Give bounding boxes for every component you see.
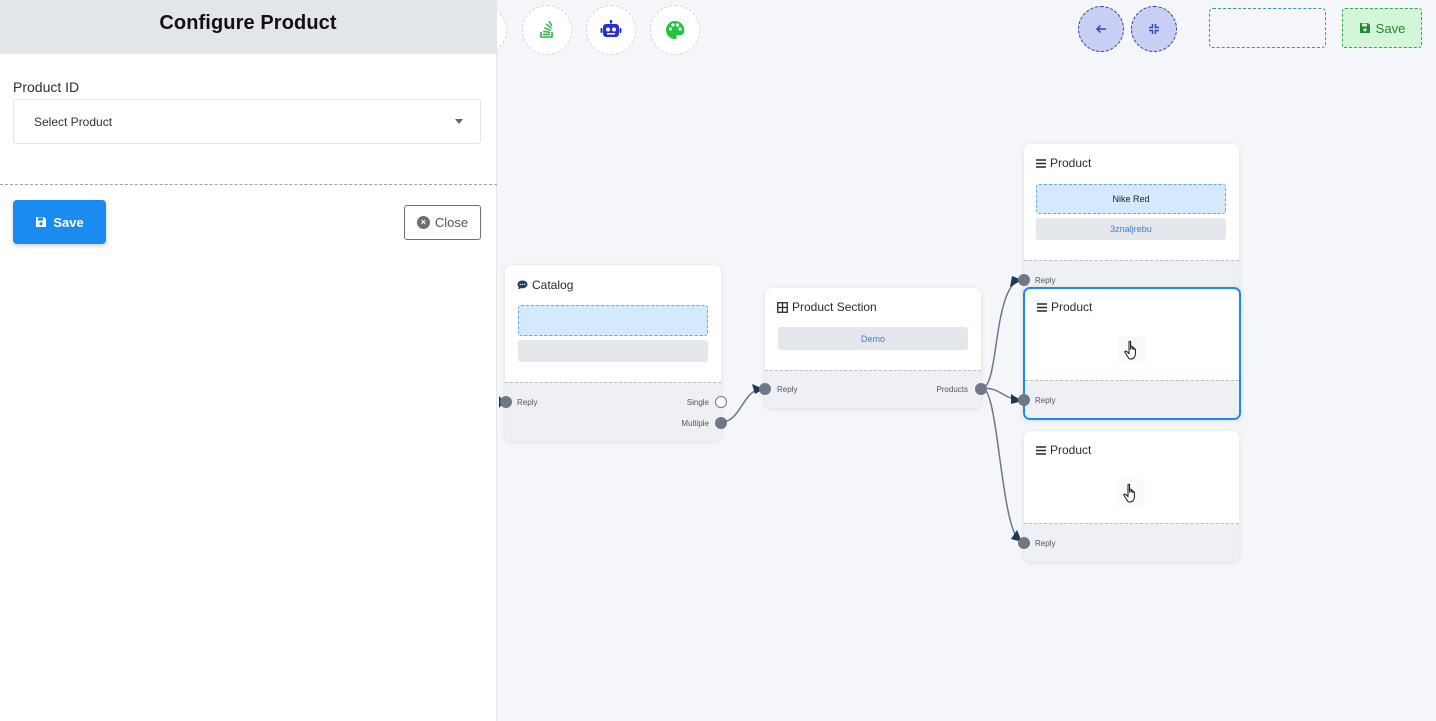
product-3-reply-input-port[interactable]: [1018, 537, 1030, 549]
product-node-2-title-text: Product: [1051, 300, 1093, 314]
robot-icon: [600, 20, 622, 37]
theme-tool-button[interactable]: [650, 5, 700, 55]
catalog-title-text: Catalog: [532, 278, 574, 292]
product-section-reply-label: Reply: [777, 385, 798, 394]
compress-icon: [1149, 24, 1159, 34]
caret-down-icon: [455, 119, 463, 124]
panel-divider: [0, 184, 497, 185]
back-button[interactable]: [1078, 6, 1124, 52]
flow-save-label: Save: [1375, 20, 1406, 36]
flow-save-button[interactable]: Save: [1342, 8, 1422, 48]
catalog-single-label: Single: [686, 398, 709, 407]
catalog-item-chip[interactable]: [518, 340, 708, 362]
product-3-reply-label: Reply: [1035, 539, 1056, 548]
catalog-node-footer: Reply Single Multiple: [500, 382, 727, 441]
product-id-label: Product ID: [13, 79, 80, 95]
stack-overflow-icon: [540, 21, 553, 38]
edge-section-to-product-1: [981, 278, 1025, 389]
product-node-2-title: Product: [1037, 300, 1092, 314]
product-node-2-footer: Reply: [1018, 380, 1239, 418]
product-node-1-title-text: Product: [1050, 156, 1092, 170]
product-section-title-text: Product Section: [792, 300, 877, 314]
product-id-chip[interactable]: 3znaljrebu: [1036, 218, 1226, 240]
catalog-multiple-output-port[interactable]: [715, 417, 727, 429]
product-select[interactable]: Select Product: [13, 99, 481, 144]
floppy-disk-icon: [1359, 23, 1370, 33]
product-select-value: Select Product: [34, 114, 113, 129]
product-node-1-title: Product: [1036, 156, 1091, 170]
palette-icon: [666, 20, 685, 39]
floppy-disk-icon: [36, 217, 47, 227]
product-id-text: 3znaljrebu: [1110, 224, 1152, 234]
catalog-multiple-label: Multiple: [681, 419, 709, 428]
menu-icon: [1036, 445, 1046, 455]
catalog-reply-input-port[interactable]: [500, 396, 512, 408]
product-2-reply-input-port[interactable]: [1018, 394, 1030, 406]
product-node-2[interactable]: Product Reply: [1018, 287, 1241, 420]
stack-overflow-tool-button[interactable]: [522, 5, 572, 55]
catalog-content-chip[interactable]: [518, 305, 708, 336]
panel-save-label: Save: [53, 214, 84, 230]
table-icon: [777, 301, 788, 313]
product-section-item-text: Demo: [860, 333, 885, 344]
bot-tool-button[interactable]: [586, 5, 636, 55]
arrow-left-icon: [1095, 24, 1106, 34]
panel-close-button[interactable]: × Close: [404, 205, 481, 240]
hand-pointer-icon: [1117, 479, 1145, 507]
product-1-reply-input-port[interactable]: [1018, 274, 1030, 286]
product-section-products-output-port[interactable]: [975, 383, 987, 395]
comment-icon: [517, 280, 528, 290]
product-section-node-footer: Reply Products: [759, 370, 987, 408]
panel-title: Configure Product: [159, 11, 337, 34]
product-node-1[interactable]: Product Nike Red 3znaljrebu Reply: [1018, 144, 1239, 296]
product-section-reply-input-port[interactable]: [759, 383, 771, 395]
product-2-reply-label: Reply: [1035, 396, 1056, 405]
product-name-text: Nike Red: [1112, 194, 1150, 204]
panel-close-label: Close: [434, 215, 469, 230]
product-section-node[interactable]: Product Section Demo Reply Products: [759, 288, 987, 408]
product-node-3-footer: Reply: [1018, 523, 1239, 562]
catalog-single-output-port[interactable]: [715, 396, 727, 408]
catalog-reply-label: Reply: [517, 398, 538, 407]
product-1-reply-label: Reply: [1035, 276, 1056, 285]
edge-catalog-to-section: [720, 387, 766, 423]
catalog-node-title: Catalog: [517, 278, 573, 292]
panel-save-button[interactable]: Save: [13, 200, 106, 244]
close-circle-icon: ×: [416, 216, 430, 229]
product-node-3[interactable]: Product Reply: [1018, 431, 1239, 562]
product-name-chip[interactable]: Nike Red: [1036, 184, 1226, 214]
flow-name-input[interactable]: [1209, 8, 1326, 48]
panel-header: Configure Product: [0, 0, 496, 54]
menu-icon: [1036, 158, 1046, 168]
product-section-products-label: Products: [936, 385, 968, 394]
catalog-node[interactable]: Catalog Reply Single Multiple: [500, 265, 727, 441]
compress-view-button[interactable]: [1131, 6, 1177, 52]
edge-section-to-product-3: [981, 387, 1025, 544]
configure-product-panel: Configure Product Product ID Select Prod…: [0, 0, 497, 721]
menu-icon: [1037, 302, 1047, 312]
product-node-3-title: Product: [1036, 443, 1091, 457]
product-node-3-title-text: Product: [1050, 443, 1092, 457]
product-section-item-chip[interactable]: Demo: [778, 327, 968, 350]
product-section-node-title: Product Section: [777, 300, 877, 314]
hand-pointer-icon: [1118, 336, 1146, 364]
